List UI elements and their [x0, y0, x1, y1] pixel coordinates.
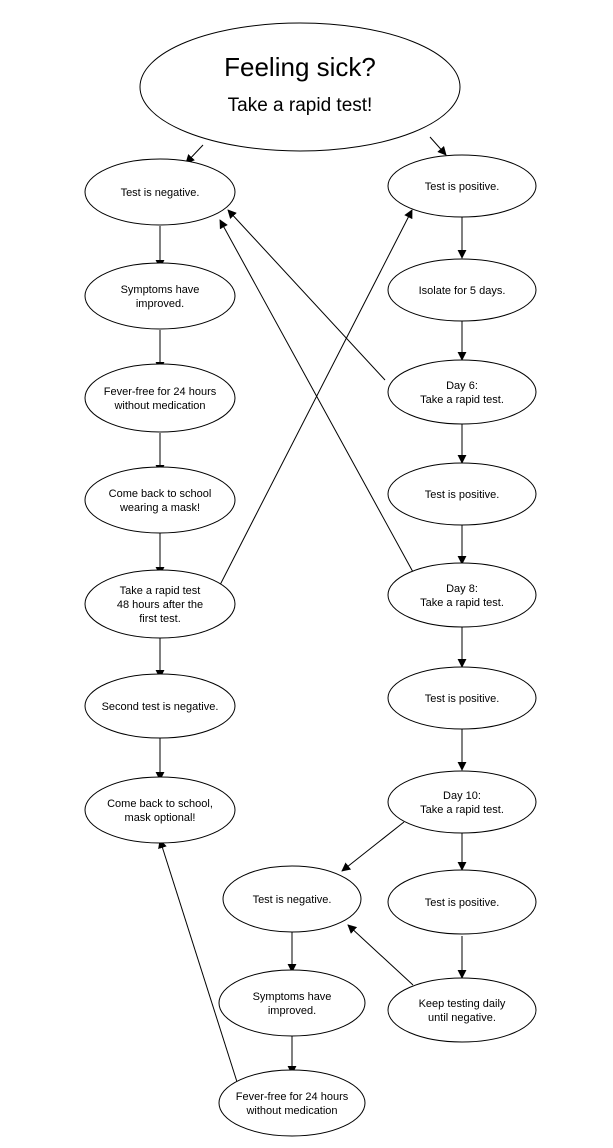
node-label-line: Symptoms have [253, 991, 332, 1003]
node-ellipse [387, 462, 537, 526]
node-left-second-negative: Second test is negative. [84, 673, 236, 739]
node-label-line: Come back to school [109, 488, 212, 500]
node-left-negative: Test is negative. [84, 158, 236, 226]
node-ellipse [387, 977, 537, 1043]
node-ellipse [387, 562, 537, 628]
node-label-line: 48 hours after the [117, 599, 203, 611]
node-ellipse [387, 770, 537, 834]
node-label-line: Fever-free for 24 hours [104, 386, 217, 398]
arrow-day8-to-negative [219, 219, 414, 573]
node-right-positive: Test is positive. [387, 154, 537, 218]
node-right-day10-positive: Test is positive. [387, 869, 537, 935]
node-ellipse [84, 466, 236, 534]
node-bottom-fever-free: Fever-free for 24 hours without medicatio… [218, 1069, 366, 1137]
arrow-day6-to-negative [227, 209, 386, 381]
node-left-back-mask-optional: Come back to school, mask optional! [84, 776, 236, 844]
arrow-keep-testing-to-bottom-negative [347, 924, 414, 986]
node-ellipse [84, 262, 236, 330]
node-right-day6: Day 6: Take a rapid test. [387, 359, 537, 425]
node-left-back-with-mask: Come back to school wearing a mask! [84, 466, 236, 534]
node-label-line: Test is negative. [253, 894, 332, 906]
node-label-line: Test is positive. [425, 489, 500, 501]
node-label-line: Test is positive. [425, 181, 500, 193]
node-left-rapid-test-48h: Take a rapid test 48 hours after the first… [84, 569, 236, 639]
arrow-title-to-negative [185, 144, 204, 164]
node-label-line: Test is positive. [425, 897, 500, 909]
node-label-line: Take a rapid test [120, 585, 201, 597]
node-label-line: mask optional! [125, 812, 196, 824]
node-label-line: Fever-free for 24 hours [236, 1091, 349, 1103]
node-ellipse [222, 865, 362, 933]
node-ellipse [84, 673, 236, 739]
node-label-line: Isolate for 5 days. [419, 285, 506, 297]
node-label-line: Take a rapid test. [420, 597, 504, 609]
node-label-line: until negative. [428, 1012, 496, 1024]
title-ellipse [139, 22, 461, 152]
node-ellipse [387, 154, 537, 218]
node-label-line: Take a rapid test. [420, 804, 504, 816]
node-label-line: Day 10: [443, 790, 481, 802]
node-label-line: wearing a mask! [119, 502, 200, 514]
node-label-line: Day 8: [446, 583, 478, 595]
title-heading: Feeling sick? [224, 52, 376, 82]
node-ellipse [218, 1069, 366, 1137]
arrow-bottom-fever-free-to-mask-optional [158, 839, 239, 1086]
node-ellipse [218, 969, 366, 1037]
node-ellipse [84, 776, 236, 844]
node-right-keep-testing: Keep testing daily until negative. [387, 977, 537, 1043]
node-label-line: Day 6: [446, 380, 478, 392]
node-right-day8-positive: Test is positive. [387, 666, 537, 730]
node-bottom-negative: Test is negative. [222, 865, 362, 933]
arrow-rapid-48h-to-positive [219, 209, 413, 586]
connector-arrows [155, 136, 467, 1086]
node-ellipse [387, 869, 537, 935]
node-label-line: Take a rapid test. [420, 394, 504, 406]
arrow-day10-to-bottom-negative [341, 821, 405, 872]
node-bottom-symptoms-improved: Symptoms have improved. [218, 969, 366, 1037]
node-ellipse [387, 666, 537, 730]
node-label-line: Symptoms have [121, 284, 200, 296]
node-label-line: Test is negative. [121, 187, 200, 199]
node-ellipse [84, 569, 236, 639]
node-label-line: without medication [245, 1105, 337, 1117]
node-right-day6-positive: Test is positive. [387, 462, 537, 526]
node-ellipse [387, 258, 537, 322]
title-node: Feeling sick? Take a rapid test! [139, 22, 461, 152]
node-label-line: without medication [113, 400, 205, 412]
node-label-line: Come back to school, [107, 798, 213, 810]
node-label-line: Test is positive. [425, 693, 500, 705]
node-ellipse [84, 158, 236, 226]
node-right-day10: Day 10: Take a rapid test. [387, 770, 537, 834]
node-right-day8: Day 8: Take a rapid test. [387, 562, 537, 628]
node-label-line: Second test is negative. [102, 701, 219, 713]
node-ellipse [387, 359, 537, 425]
node-label-line: improved. [268, 1005, 316, 1017]
node-label-line: Keep testing daily [419, 998, 506, 1010]
node-right-isolate: Isolate for 5 days. [387, 258, 537, 322]
node-ellipse [84, 363, 236, 433]
node-label-line: first test. [139, 613, 181, 625]
flowchart-nodes: Test is negative. Symptoms have improved. F… [84, 154, 537, 1137]
node-label-line: improved. [136, 298, 184, 310]
title-subheading: Take a rapid test! [228, 95, 373, 116]
node-left-symptoms-improved: Symptoms have improved. [84, 262, 236, 330]
node-left-fever-free: Fever-free for 24 hours without medicatio… [84, 363, 236, 433]
arrow-title-to-positive [429, 136, 447, 156]
